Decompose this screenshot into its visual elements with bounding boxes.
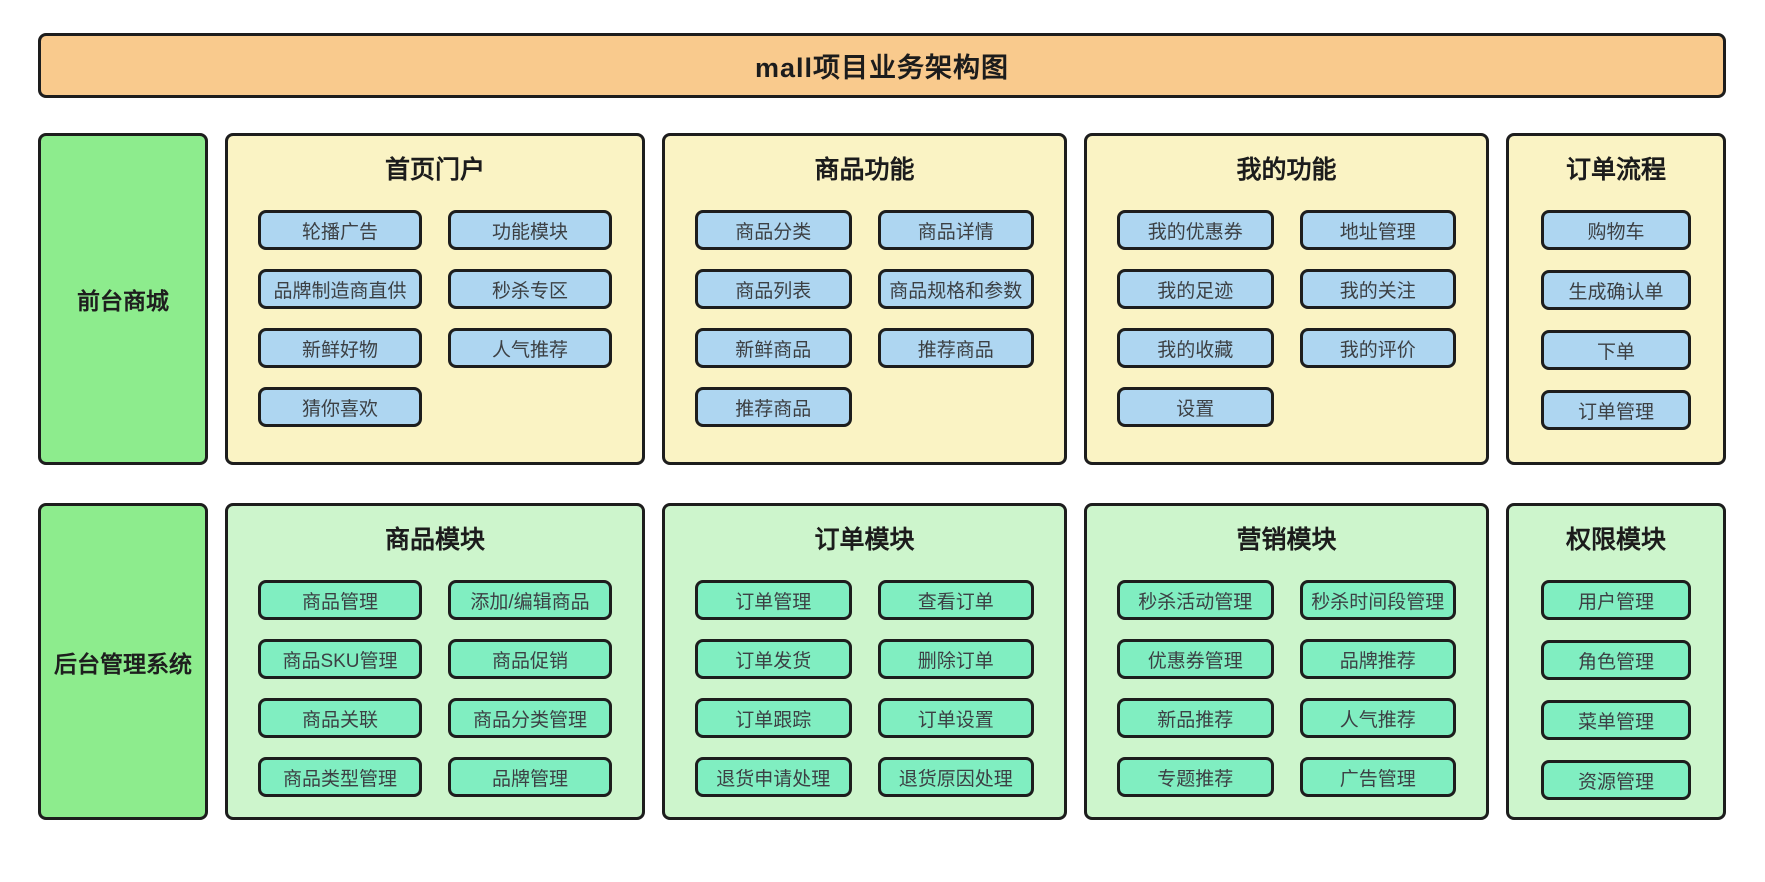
diagram-node: 退货原因处理 xyxy=(877,757,1034,797)
diagram-node: 商品促销 xyxy=(448,639,612,679)
diagram-title: mall项目业务架构图 xyxy=(754,53,1010,83)
diagram-node: 设置 xyxy=(1117,387,1274,427)
diagram-node: 品牌制造商直供 xyxy=(258,269,422,309)
diagram-node: 推荐商品 xyxy=(695,387,852,427)
panel-marketing-module-title: 营销模块 xyxy=(1236,526,1337,554)
diagram-node: 专题推荐 xyxy=(1117,757,1274,797)
panel-my-features-title: 我的功能 xyxy=(1236,156,1337,184)
back-sidebar-label: 后台管理系统 xyxy=(38,503,208,820)
diagram-node: 人气推荐 xyxy=(448,328,612,368)
diagram-node: 购物车 xyxy=(1541,210,1691,250)
diagram-node: 下单 xyxy=(1541,330,1691,370)
panel-product-module-title: 商品模块 xyxy=(384,526,485,554)
panel-marketing-module-node-grid: 秒杀活动管理秒杀时间段管理优惠券管理品牌推荐新品推荐人气推荐专题推荐广告管理 xyxy=(1117,580,1456,797)
diagram-node: 轮播广告 xyxy=(258,210,422,250)
back-admin-section: 后台管理系统商品模块商品管理添加/编辑商品商品SKU管理商品促销商品关联商品分类… xyxy=(38,503,1726,820)
diagram-node: 角色管理 xyxy=(1541,640,1691,680)
panel-product-module-node-grid: 商品管理添加/编辑商品商品SKU管理商品促销商品关联商品分类管理商品类型管理品牌… xyxy=(258,580,612,797)
diagram-node: 添加/编辑商品 xyxy=(448,580,612,620)
diagram-node: 猜你喜欢 xyxy=(258,387,422,427)
diagram-node: 商品规格和参数 xyxy=(877,269,1034,309)
diagram-node: 我的关注 xyxy=(1299,269,1456,309)
panel-order-flow-node-grid: 购物车生成确认单下单订单管理 xyxy=(1541,210,1691,430)
diagram-title-banner: mall项目业务架构图 xyxy=(38,33,1726,98)
diagram-node: 退货申请处理 xyxy=(695,757,852,797)
panel-permission-module-node-grid: 用户管理角色管理菜单管理资源管理 xyxy=(1541,580,1691,800)
diagram-node: 秒杀专区 xyxy=(448,269,612,309)
diagram-node: 人气推荐 xyxy=(1299,698,1456,738)
diagram-node: 资源管理 xyxy=(1541,760,1691,800)
diagram-node: 新品推荐 xyxy=(1117,698,1274,738)
diagram-node: 品牌管理 xyxy=(448,757,612,797)
panel-order-flow: 订单流程购物车生成确认单下单订单管理 xyxy=(1506,133,1726,465)
panel-marketing-module: 营销模块秒杀活动管理秒杀时间段管理优惠券管理品牌推荐新品推荐人气推荐专题推荐广告… xyxy=(1084,503,1489,820)
diagram-node: 订单管理 xyxy=(1541,390,1691,430)
diagram-node: 菜单管理 xyxy=(1541,700,1691,740)
diagram-node: 订单管理 xyxy=(695,580,852,620)
diagram-node: 商品详情 xyxy=(877,210,1034,250)
diagram-node: 商品分类 xyxy=(695,210,852,250)
panel-my-features: 我的功能我的优惠券地址管理我的足迹我的关注我的收藏我的评价设置 xyxy=(1084,133,1489,465)
diagram-node: 推荐商品 xyxy=(877,328,1034,368)
panel-product-features: 商品功能商品分类商品详情商品列表商品规格和参数新鲜商品推荐商品推荐商品 xyxy=(662,133,1067,465)
panel-permission-module-title: 权限模块 xyxy=(1565,526,1666,554)
diagram-node: 订单发货 xyxy=(695,639,852,679)
panel-home-portal-title: 首页门户 xyxy=(384,156,485,184)
diagram-node: 秒杀时间段管理 xyxy=(1299,580,1456,620)
front-mall-section: 前台商城首页门户轮播广告功能模块品牌制造商直供秒杀专区新鲜好物人气推荐猜你喜欢商… xyxy=(38,133,1726,465)
front-sidebar-label: 前台商城 xyxy=(38,133,208,465)
diagram-node: 商品分类管理 xyxy=(448,698,612,738)
diagram-node: 地址管理 xyxy=(1299,210,1456,250)
diagram-node: 功能模块 xyxy=(448,210,612,250)
panel-order-module-title: 订单模块 xyxy=(814,526,915,554)
diagram-node: 新鲜商品 xyxy=(695,328,852,368)
diagram-node: 我的收藏 xyxy=(1117,328,1274,368)
diagram-node: 商品列表 xyxy=(695,269,852,309)
diagram-node: 生成确认单 xyxy=(1541,270,1691,310)
panel-product-features-node-grid: 商品分类商品详情商品列表商品规格和参数新鲜商品推荐商品推荐商品 xyxy=(695,210,1034,427)
panel-product-features-title: 商品功能 xyxy=(814,156,915,184)
diagram-node: 我的足迹 xyxy=(1117,269,1274,309)
diagram-node: 商品关联 xyxy=(258,698,422,738)
panel-product-module: 商品模块商品管理添加/编辑商品商品SKU管理商品促销商品关联商品分类管理商品类型… xyxy=(225,503,645,820)
panel-home-portal-node-grid: 轮播广告功能模块品牌制造商直供秒杀专区新鲜好物人气推荐猜你喜欢 xyxy=(258,210,612,427)
panel-order-flow-title: 订单流程 xyxy=(1565,156,1666,184)
diagram-node: 品牌推荐 xyxy=(1299,639,1456,679)
diagram-node: 秒杀活动管理 xyxy=(1117,580,1274,620)
diagram-node: 商品SKU管理 xyxy=(258,639,422,679)
diagram-node: 查看订单 xyxy=(877,580,1034,620)
diagram-node: 订单跟踪 xyxy=(695,698,852,738)
panel-my-features-node-grid: 我的优惠券地址管理我的足迹我的关注我的收藏我的评价设置 xyxy=(1117,210,1456,427)
panel-home-portal: 首页门户轮播广告功能模块品牌制造商直供秒杀专区新鲜好物人气推荐猜你喜欢 xyxy=(225,133,645,465)
diagram-node: 我的评价 xyxy=(1299,328,1456,368)
diagram-node: 优惠券管理 xyxy=(1117,639,1274,679)
diagram-node: 订单设置 xyxy=(877,698,1034,738)
panel-permission-module: 权限模块用户管理角色管理菜单管理资源管理 xyxy=(1506,503,1726,820)
diagram-node: 新鲜好物 xyxy=(258,328,422,368)
diagram-node: 删除订单 xyxy=(877,639,1034,679)
diagram-node: 用户管理 xyxy=(1541,580,1691,620)
panel-order-module: 订单模块订单管理查看订单订单发货删除订单订单跟踪订单设置退货申请处理退货原因处理 xyxy=(662,503,1067,820)
diagram-node: 商品类型管理 xyxy=(258,757,422,797)
panel-order-module-node-grid: 订单管理查看订单订单发货删除订单订单跟踪订单设置退货申请处理退货原因处理 xyxy=(695,580,1034,797)
diagram-node: 广告管理 xyxy=(1299,757,1456,797)
diagram-node: 我的优惠券 xyxy=(1117,210,1274,250)
diagram-node: 商品管理 xyxy=(258,580,422,620)
